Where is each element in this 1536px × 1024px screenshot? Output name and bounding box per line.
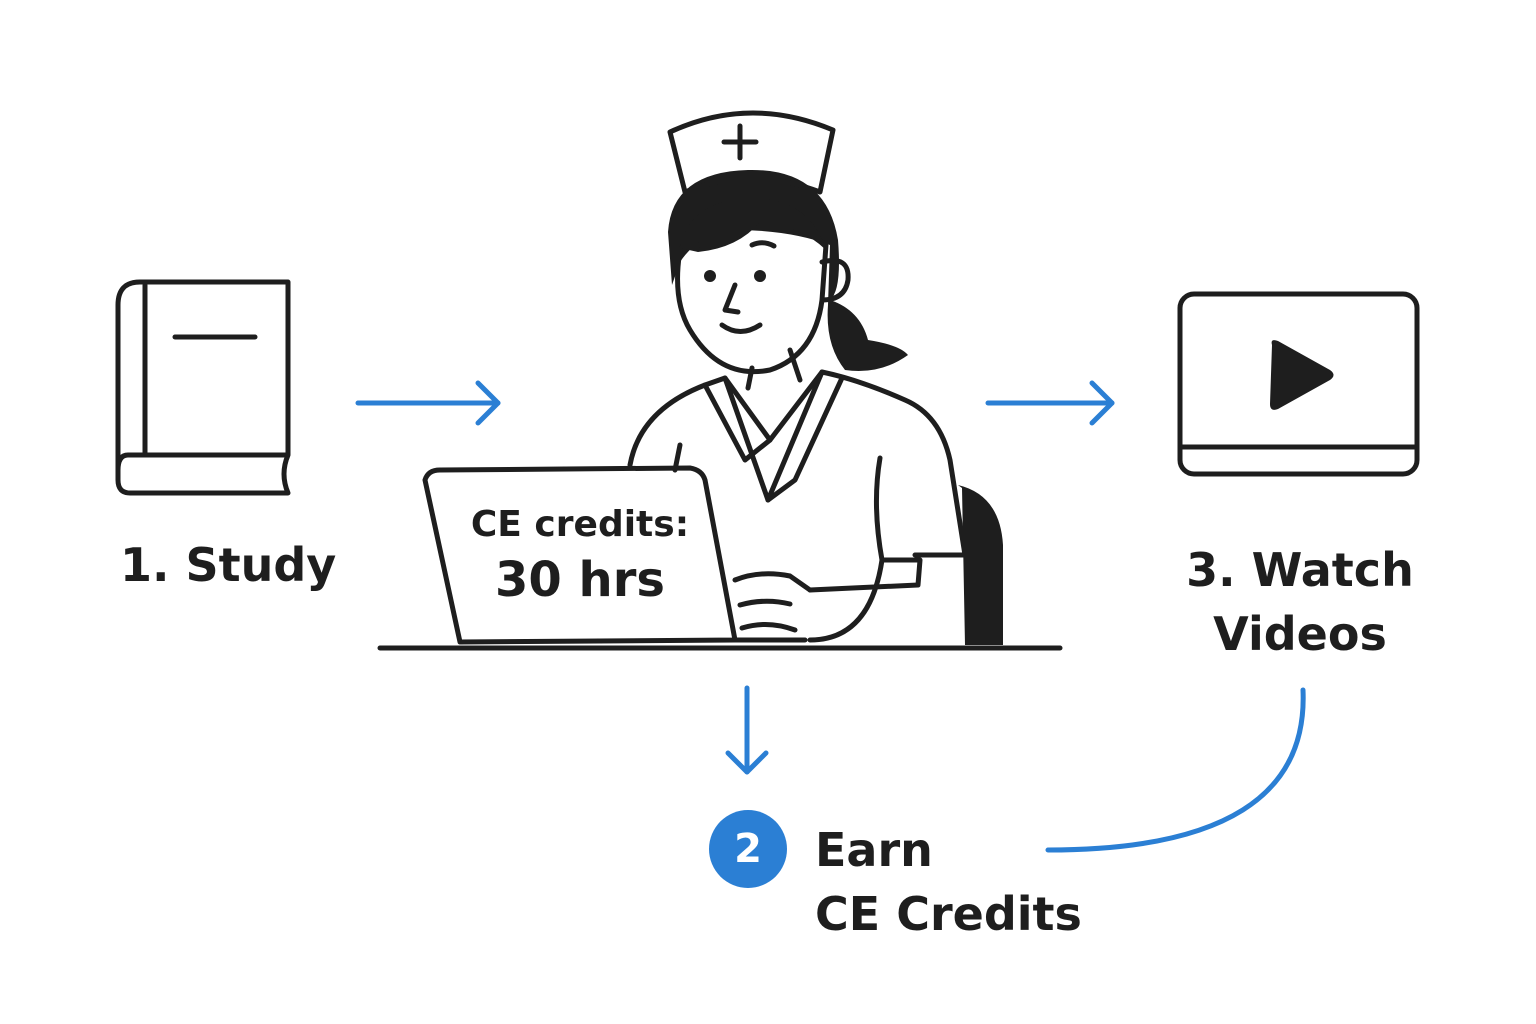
arrow-earn-to-watch	[985, 380, 1115, 426]
video-play-icon	[1177, 291, 1420, 477]
laptop-line-2: 30 hrs	[495, 552, 665, 608]
step-earn-label: Earn CE Credits	[815, 818, 1082, 946]
curve-watch-to-earn	[1045, 687, 1306, 853]
nurse-illustration	[377, 110, 1063, 651]
step-watch-line-2: Videos	[1213, 607, 1387, 661]
laptop-line-1: CE credits:	[470, 504, 690, 545]
laptop-screen-text: CE credits: 30 hrs	[430, 500, 730, 610]
step-earn-line-1: Earn	[815, 823, 933, 877]
arrow-study-to-earn	[355, 380, 501, 426]
step-watch-line-1: 3. Watch	[1186, 543, 1414, 597]
step-earn-line-2: CE Credits	[815, 887, 1082, 941]
step-watch-label: 3. Watch Videos	[1180, 538, 1420, 666]
chair-back	[958, 485, 1003, 645]
arrow-down-to-earn	[725, 685, 769, 775]
book-icon	[115, 279, 291, 496]
step-study-label: 1. Study	[120, 538, 337, 592]
step-number-badge: 2	[709, 810, 787, 888]
